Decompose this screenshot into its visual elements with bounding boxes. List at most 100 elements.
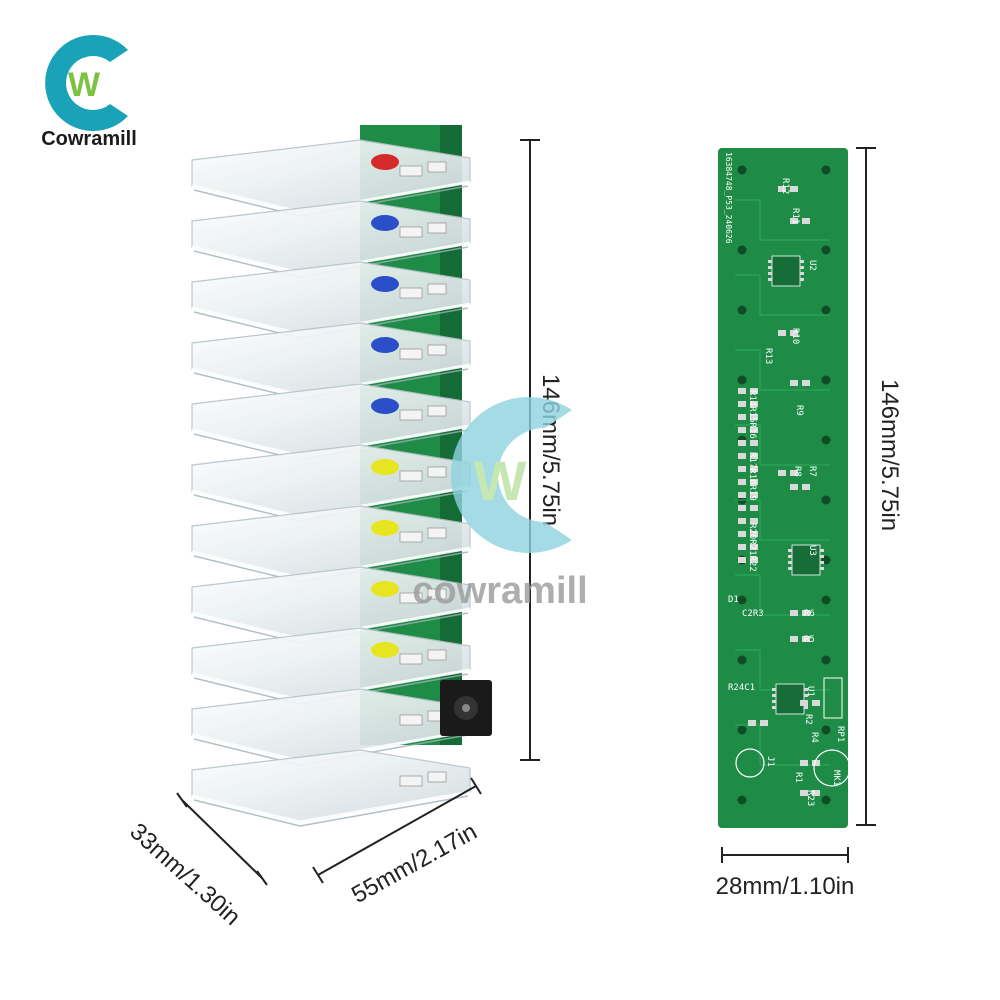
ic-pin	[800, 272, 804, 275]
ic-pin	[772, 706, 776, 709]
pcb-trace	[735, 424, 830, 466]
watermark: W cowramill	[412, 397, 588, 612]
smd-pad	[750, 518, 758, 524]
smd-pad	[738, 466, 746, 472]
ic-pin	[788, 567, 792, 570]
led	[371, 581, 399, 597]
smd-pad	[750, 466, 758, 472]
ic-pin	[768, 266, 772, 269]
led-clip	[399, 226, 423, 238]
ic-pin	[804, 694, 808, 697]
watermark-logo-letter: W	[474, 449, 527, 512]
led	[371, 520, 399, 536]
smd-pad	[790, 330, 798, 336]
brand-logo: W Cowramill	[41, 35, 137, 150]
mounting-hole	[737, 725, 747, 735]
smd-pad	[750, 557, 758, 563]
pcb-board-id: 16384748_P53_240626	[724, 152, 733, 244]
ic-pin	[768, 260, 772, 263]
pcb-board: 16384748_P53_240626 R12R11U2R10R13R14R15…	[718, 148, 851, 828]
smd-pad	[790, 636, 798, 642]
pcb-silkscreen-label: R14R15R16	[747, 390, 757, 439]
pcb-silkscreen-label: R11	[790, 208, 800, 224]
ic-chip	[788, 544, 824, 576]
dimension-stack-depth: 33mm/1.30in	[124, 792, 268, 931]
pcb-trace	[735, 349, 830, 391]
led-clip	[399, 531, 423, 543]
smd-pad	[738, 453, 746, 459]
smd-pad	[812, 700, 820, 706]
brand-logo-c-icon	[45, 35, 128, 132]
smd-pad	[738, 531, 746, 537]
ic-outline	[771, 255, 801, 287]
pcb-silkscreen-label: U1	[805, 686, 815, 697]
mounting-hole	[821, 595, 831, 605]
mounting-hole	[737, 245, 747, 255]
pcb-board-body	[718, 148, 848, 828]
ic-pin	[788, 561, 792, 564]
led-clip	[399, 165, 423, 177]
pcb-silkscreen-label: MK1	[831, 770, 841, 786]
led	[371, 215, 399, 231]
pcb-silkscreen-label: R23	[805, 790, 815, 806]
smd-pad	[790, 380, 798, 386]
led-clip	[427, 527, 447, 539]
acrylic-plate	[191, 200, 471, 278]
pcb-silkscreen-label: R12	[780, 178, 790, 194]
mounting-hole	[737, 655, 747, 665]
ic-outline	[791, 544, 821, 576]
ic-pin	[820, 549, 824, 552]
mounting-hole	[821, 495, 831, 505]
led	[371, 276, 399, 292]
dim-cap-b	[256, 870, 268, 886]
smd-pad	[738, 427, 746, 433]
led-clip	[427, 466, 447, 478]
led	[371, 459, 399, 475]
led-clip	[427, 222, 447, 234]
ic-chip	[772, 683, 808, 715]
dim-label: 33mm/1.30in	[124, 818, 245, 931]
led-clip	[427, 771, 447, 783]
led	[371, 337, 399, 353]
pcb-trace	[735, 724, 830, 766]
pcb-silkscreen-label: R10	[790, 328, 800, 344]
acrylic-plate-face	[191, 688, 471, 762]
led	[371, 398, 399, 414]
ic-pin	[800, 260, 804, 263]
dim-label: 146mm/5.75in	[537, 374, 564, 526]
smd-pad	[738, 492, 746, 498]
smd-pad	[778, 470, 786, 476]
smd-pad	[750, 505, 758, 511]
mounting-hole	[821, 655, 831, 665]
led-clip	[399, 592, 423, 604]
smd-pad	[738, 544, 746, 550]
led-tower	[191, 125, 492, 827]
ic-pin	[800, 266, 804, 269]
ic-pin	[804, 706, 808, 709]
smd-pad	[750, 440, 758, 446]
dc-jack-pin	[462, 704, 470, 712]
smd-pad	[738, 479, 746, 485]
smd-pad	[800, 790, 808, 796]
smd-pad	[738, 388, 746, 394]
smd-pad	[748, 720, 756, 726]
pcb-silkscreen-label: R8	[792, 466, 802, 477]
pcb-trace	[735, 199, 830, 241]
led-clip	[427, 161, 447, 173]
ic-pin	[768, 278, 772, 281]
led-clip	[399, 775, 423, 787]
led-clip	[399, 714, 423, 726]
ic-pin	[804, 688, 808, 691]
pcb-silkscreen-label: J1	[765, 756, 775, 767]
brand-name: Cowramill	[41, 128, 137, 150]
pcb-trace	[735, 274, 830, 316]
acrylic-plate-shadow	[193, 795, 469, 827]
smd-pad	[812, 760, 820, 766]
rp1-outline	[823, 677, 843, 719]
dim-line	[317, 785, 477, 876]
mounting-hole	[737, 165, 747, 175]
pcb-silkscreen-label: R24C1	[728, 683, 755, 693]
dimension-pcb-height: 146mm/5.75in	[856, 147, 903, 826]
smd-pad	[750, 531, 758, 537]
ic-pin	[820, 567, 824, 570]
